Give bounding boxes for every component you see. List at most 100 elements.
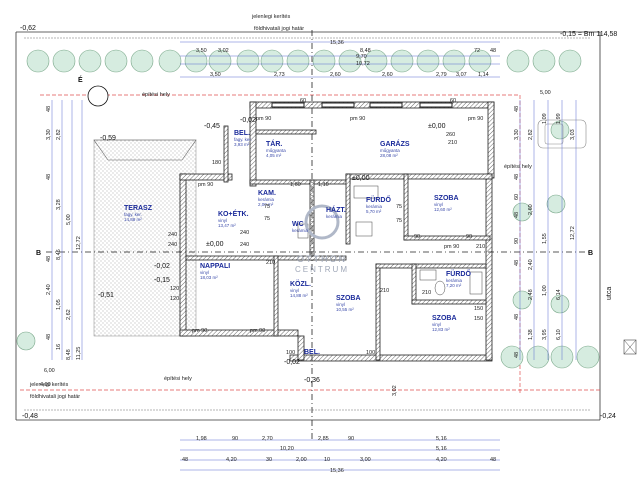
dim-text: 12,72 <box>76 236 82 250</box>
dim-text: 30 <box>266 457 272 463</box>
dim-left-small: 6,00 <box>44 368 55 374</box>
room-name: BEL. <box>304 349 320 356</box>
dim-text: 15,36 <box>330 468 344 474</box>
room-detail: 3,93 m² <box>234 142 250 147</box>
dim-text: pm 90 <box>444 244 459 250</box>
room-name: KAM. <box>258 190 276 197</box>
watermark-line2: CENTRUM <box>295 265 349 274</box>
note-fence-bottom: jelenlegi kerítés <box>29 382 68 388</box>
dim-text: 10,20 <box>280 446 294 452</box>
room-detail: vinyl <box>218 218 227 223</box>
dim-text: 3,50 <box>210 72 221 78</box>
room-name: SZOBA <box>336 295 361 302</box>
level-kitchen: ±0,00 <box>206 241 224 248</box>
dim-text: 1,99 <box>556 113 562 124</box>
room-name: NAPPALI <box>200 263 230 270</box>
room-detail: vinyl <box>290 288 299 293</box>
dim-text: 48 <box>182 457 188 463</box>
dim-text: 1,05 <box>56 299 62 310</box>
level-bottom-left: -0,48 <box>22 413 38 420</box>
dim-text: 75 <box>396 218 402 224</box>
room-detail: műgyanta <box>266 148 286 153</box>
room-labels: BEL. fagy. ker. 3,93 m² TÁR. műgyanta 4,… <box>124 130 471 356</box>
dim-text: 60 <box>300 98 306 104</box>
room-detail: 12,83 m² <box>432 327 450 332</box>
note-boundary-bottom: földhivatali jogi határ <box>30 394 80 400</box>
room-name: SZOBA <box>434 195 459 202</box>
room-detail: kerámia <box>326 214 343 219</box>
dim-text: 4,20 <box>226 457 237 463</box>
property-boundary <box>15 31 601 421</box>
dim-text: 210 <box>380 288 389 294</box>
room-name: FÜRDŐ <box>446 269 471 278</box>
section-marker-right: B <box>588 250 593 257</box>
dim-text: 150 <box>474 306 483 312</box>
dim-text: 48 <box>514 174 520 180</box>
dim-text: 5,16 <box>436 436 447 442</box>
dim-text: 1,55 <box>542 233 548 244</box>
dim-text: pm 90 <box>256 116 271 122</box>
tree-row-top <box>26 49 582 73</box>
dim-text: 48 <box>514 352 520 358</box>
dim-text: 1,38 <box>528 329 534 340</box>
dim-text: 10,72 <box>356 61 370 67</box>
dims-bottom: 1,98 90 2,70 2,85 90 5,16 10,20 5,16 48 … <box>182 436 496 474</box>
room-name: HÁZT. <box>326 205 346 214</box>
room-detail: műgyanta <box>380 148 400 153</box>
dim-text: 90 <box>414 234 420 240</box>
dim-text: 9,70 <box>356 54 367 60</box>
section-marker-left: B <box>36 250 41 257</box>
dim-text: 90 <box>348 436 354 442</box>
dim-text: 1,00 <box>542 285 548 296</box>
level-living-left2: -0,15 <box>154 277 170 284</box>
terrace-area <box>93 139 197 337</box>
room-detail: 4,05 m² <box>266 153 282 158</box>
dim-text: 1,14 <box>478 72 489 78</box>
level-top-left: -0,62 <box>20 25 36 32</box>
dim-text: 3,30 <box>514 129 520 140</box>
room-detail: 5,70 m² <box>366 209 382 214</box>
dim-text: 48 <box>46 106 52 112</box>
dim-bottom-mid: 3,02 <box>392 385 398 396</box>
note-building-line-bottom: építési hely <box>164 376 192 382</box>
dim-text: 48 <box>514 212 520 218</box>
dims-right: 48 3,30 2,82 1,09 1,99 3,03 48 12,72 60 … <box>514 106 576 358</box>
level-bottom-right: -0,24 <box>600 413 616 420</box>
dim-text: 48 <box>46 256 52 262</box>
dim-text: 240 <box>168 232 177 238</box>
dim-text: 3,50 <box>196 48 207 54</box>
dim-text: 90 <box>466 234 472 240</box>
dimension-lines <box>51 41 577 471</box>
dims-left: 48 3,30 2,82 48 3,28 5,00 8,46 12,72 48 … <box>44 106 82 374</box>
dim-text: 2,82 <box>56 129 62 140</box>
dim-text: 5,00 <box>66 214 72 225</box>
dim-text: 2,40 <box>528 259 534 270</box>
dim-text: 2,73 <box>274 72 285 78</box>
dim-text: 48 <box>514 260 520 266</box>
dims-top: 3,50 3,02 8,48 72 48 15,36 9,70 10,72 3,… <box>196 40 496 78</box>
dim-text: 90 <box>232 436 238 442</box>
dim-text: 48 <box>490 48 496 54</box>
dim-text: 60 <box>514 194 520 200</box>
note-building-line-top: építési hely <box>142 92 170 98</box>
dim-text: 1,60 <box>290 182 301 188</box>
dim-text: 3,03 <box>570 129 576 140</box>
level-bottom-entry: -0,02 <box>284 359 300 366</box>
dim-text: 2,00 <box>296 457 307 463</box>
dim-text: 8,48 <box>66 349 72 360</box>
street-label: utca <box>606 287 613 300</box>
dim-text: 2,82 <box>528 129 534 140</box>
level-garage: ±0,00 <box>428 123 446 130</box>
room-detail: kerámia <box>446 278 463 283</box>
dim-text: 3,00 <box>360 457 371 463</box>
terrace-pergola <box>93 139 197 161</box>
dim-text: 210 <box>266 260 275 266</box>
note-fence-top: jelenlegi kerítés <box>251 14 290 20</box>
dim-text: 6,14 <box>556 289 562 300</box>
dim-text: pm 90 <box>468 116 483 122</box>
dim-text: 2,48 <box>528 289 534 300</box>
room-detail: 13,47 m² <box>218 223 236 228</box>
dim-text: 48 <box>490 457 496 463</box>
dim-text: 4,20 <box>436 457 447 463</box>
